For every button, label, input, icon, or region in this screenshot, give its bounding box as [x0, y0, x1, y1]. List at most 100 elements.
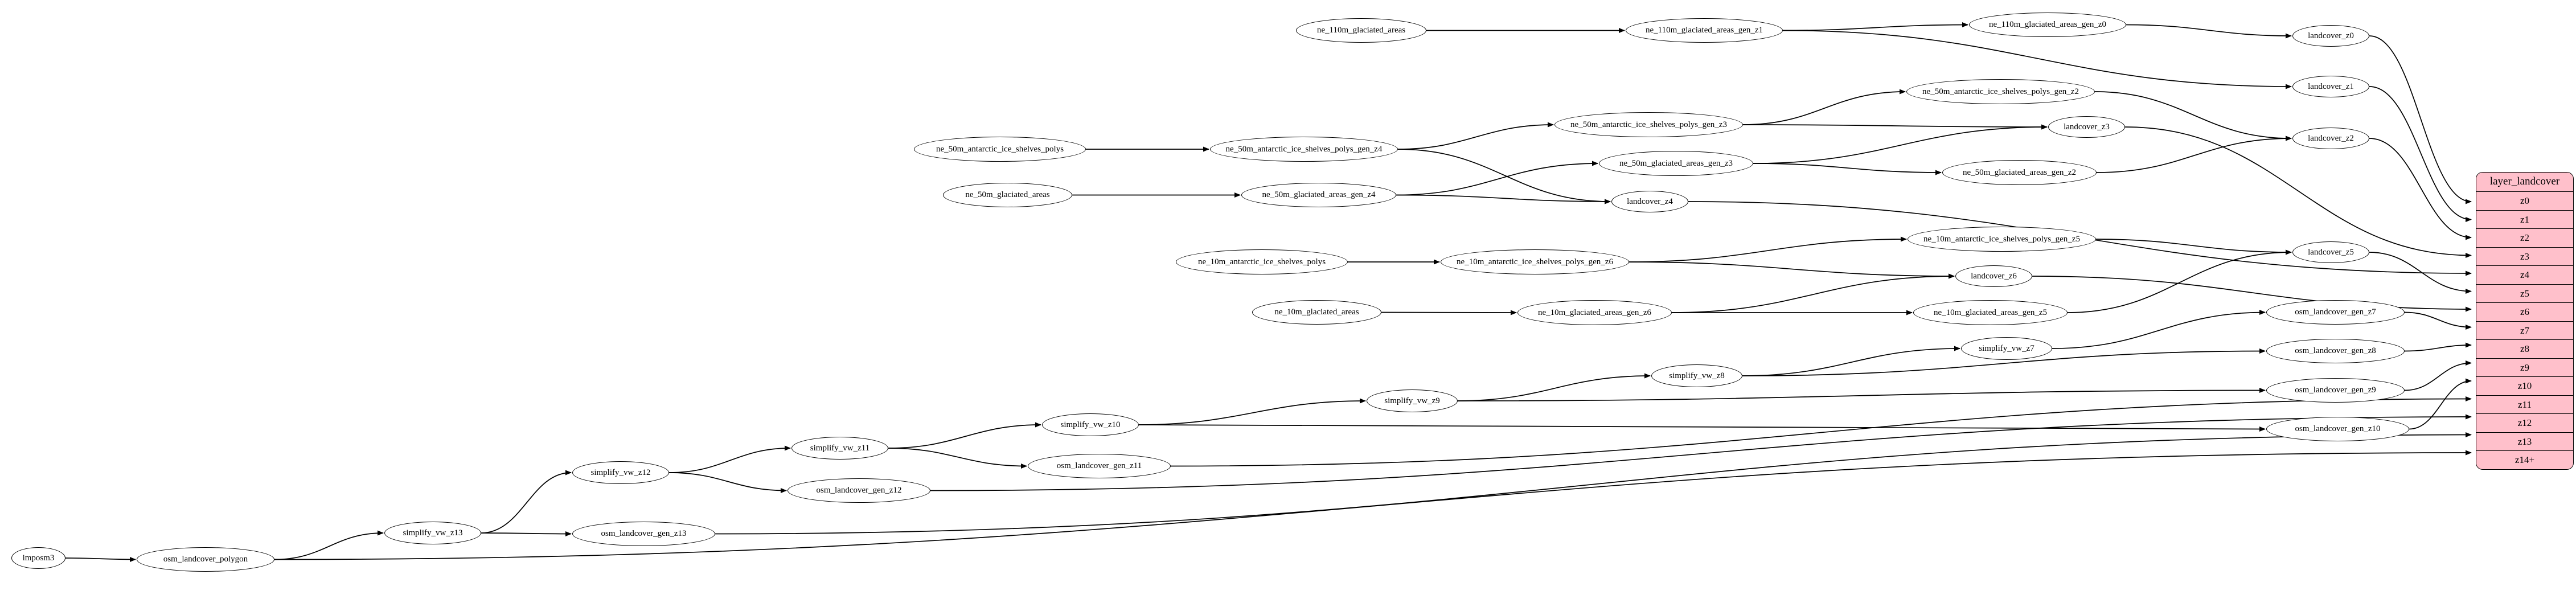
graph-edge [2404, 360, 2472, 391]
graph-edge [668, 472, 787, 493]
graph-node-ne-10m-glaciated-areas-gen-z5[interactable]: ne_10m_glaciated_areas_gen_z5 [1913, 300, 2068, 325]
graph-edge [1396, 161, 1598, 196]
graph-node-ne-10m-glaciated-areas[interactable]: ne_10m_glaciated_areas [1252, 300, 1381, 325]
graph-node-landcover-z6[interactable]: landcover_z6 [1955, 265, 2032, 287]
graph-node-simplify-vw-z9[interactable]: simplify_vw_z9 [1367, 389, 1458, 412]
graph-node-simplify-vw-z13[interactable]: simplify_vw_z13 [384, 522, 481, 544]
graph-node-label: simplify_vw_z11 [810, 443, 870, 453]
graph-node-simplify-vw-z11[interactable]: simplify_vw_z11 [791, 437, 888, 460]
graph-edge [2094, 91, 2292, 141]
layer-row-z11[interactable]: z11 [2476, 395, 2573, 414]
graph-node-osm-landcover-gen-z11[interactable]: osm_landcover_gen_z11 [1028, 454, 1171, 478]
graph-node-simplify-vw-z10[interactable]: simplify_vw_z10 [1042, 413, 1139, 436]
layer-row-z7[interactable]: z7 [2476, 321, 2573, 340]
graph-node-landcover-z3[interactable]: landcover_z3 [2048, 116, 2125, 138]
graph-node-landcover-z4[interactable]: landcover_z4 [1611, 191, 1688, 212]
graph-edge [1170, 396, 2472, 467]
graph-node-landcover-z0[interactable]: landcover_z0 [2292, 25, 2369, 47]
graph-edge [1138, 398, 1366, 425]
graph-edge [1742, 348, 2266, 376]
graph-edge [2052, 310, 2266, 349]
graph-node-osm-landcover-gen-z9[interactable]: osm_landcover_gen_z9 [2266, 378, 2405, 403]
graph-node-ne-50m-antarctic-ice-shelves-polys-gen-z4[interactable]: ne_50m_antarctic_ice_shelves_polys_gen_z… [1210, 137, 1398, 162]
graph-node-label: landcover_z4 [1627, 196, 1673, 206]
graph-node-label: osm_landcover_gen_z13 [601, 529, 687, 538]
graph-node-ne-50m-antarctic-ice-shelves-polys-gen-z2[interactable]: ne_50m_antarctic_ice_shelves_polys_gen_z… [1906, 79, 2095, 104]
graph-node-ne-110m-glaciated-areas[interactable]: ne_110m_glaciated_areas [1296, 18, 1426, 43]
graph-node-simplify-vw-z8[interactable]: simplify_vw_z8 [1651, 364, 1742, 387]
graph-edge [481, 531, 572, 536]
graph-node-ne-10m-antarctic-ice-shelves-polys-gen-z6[interactable]: ne_10m_antarctic_ice_shelves_polys_gen_z… [1441, 249, 1629, 274]
layer-row-z6[interactable]: z6 [2476, 303, 2573, 322]
graph-edge [1782, 30, 2292, 89]
graph-node-landcover-z1[interactable]: landcover_z1 [2292, 76, 2369, 97]
graph-node-label: ne_10m_antarctic_ice_shelves_polys_gen_z… [1923, 234, 2080, 244]
layer-row-z12[interactable]: z12 [2476, 414, 2573, 433]
graph-node-ne-50m-glaciated-areas-gen-z4[interactable]: ne_50m_glaciated_areas_gen_z4 [1241, 183, 1396, 207]
graph-edge [1742, 124, 2048, 130]
layer-row-z3[interactable]: z3 [2476, 247, 2573, 266]
graph-node-label: ne_50m_antarctic_ice_shelves_polys_gen_z… [1922, 87, 2079, 96]
graph-node-label: ne_10m_glaciated_areas [1274, 307, 1359, 317]
graph-node-ne-110m-glaciated-areas-gen-z0[interactable]: ne_110m_glaciated_areas_gen_z0 [1969, 13, 2126, 37]
graph-node-osm-landcover-gen-z8[interactable]: osm_landcover_gen_z8 [2266, 339, 2405, 363]
graph-edge [1397, 149, 1611, 204]
layer-row-z2[interactable]: z2 [2476, 229, 2573, 248]
layer-row-z10[interactable]: z10 [2476, 377, 2573, 396]
graph-node-imposm3[interactable]: imposm3 [11, 547, 65, 569]
graph-node-label: simplify_vw_z8 [1669, 371, 1725, 380]
graph-edge [274, 530, 384, 560]
graph-node-label: simplify_vw_z12 [590, 468, 651, 477]
graph-node-label: osm_landcover_gen_z10 [2295, 424, 2381, 433]
graph-node-label: osm_landcover_gen_z9 [2295, 386, 2376, 395]
graph-node-label: osm_landcover_gen_z11 [1056, 461, 1142, 470]
graph-edge [2369, 252, 2472, 294]
graph-edge [2096, 136, 2292, 173]
graph-edge [1457, 373, 1651, 401]
graph-node-ne-50m-antarctic-ice-shelves-polys[interactable]: ne_50m_antarctic_ice_shelves_polys [914, 137, 1086, 162]
graph-node-osm-landcover-gen-z10[interactable]: osm_landcover_gen_z10 [2266, 417, 2409, 441]
graph-node-label: simplify_vw_z13 [403, 528, 463, 538]
graph-node-ne-50m-glaciated-areas-gen-z2[interactable]: ne_50m_glaciated_areas_gen_z2 [1942, 160, 2097, 185]
graph-node-label: ne_110m_glaciated_areas_gen_z1 [1645, 26, 1763, 35]
layer-row-z4[interactable]: z4 [2476, 266, 2573, 285]
graph-edge [930, 414, 2472, 491]
graph-edge [888, 422, 1041, 449]
layer-row-z0[interactable]: z0 [2476, 192, 2573, 211]
layer-row-z13[interactable]: z13 [2476, 432, 2573, 451]
graph-node-label: landcover_z2 [2308, 133, 2354, 143]
layer-row-z5[interactable]: z5 [2476, 284, 2573, 303]
graph-node-simplify-vw-z7[interactable]: simplify_vw_z7 [1961, 337, 2052, 360]
graph-node-osm-landcover-gen-z13[interactable]: osm_landcover_gen_z13 [572, 522, 715, 546]
graph-edge [888, 448, 1027, 469]
graph-edge [1753, 124, 2048, 164]
graph-node-simplify-vw-z12[interactable]: simplify_vw_z12 [572, 461, 669, 484]
graph-node-osm-landcover-gen-z7[interactable]: osm_landcover_gen_z7 [2266, 300, 2405, 325]
graph-node-ne-50m-glaciated-areas[interactable]: ne_50m_glaciated_areas [943, 183, 1072, 207]
graph-edge [1782, 22, 1968, 31]
graph-node-osm-landcover-gen-z12[interactable]: osm_landcover_gen_z12 [787, 478, 930, 503]
graph-node-landcover-z5[interactable]: landcover_z5 [2292, 241, 2369, 263]
layer-row-z1[interactable]: z1 [2476, 210, 2573, 229]
graph-node-ne-110m-glaciated-areas-gen-z1[interactable]: ne_110m_glaciated_areas_gen_z1 [1626, 18, 1783, 43]
graph-node-ne-10m-antarctic-ice-shelves-polys[interactable]: ne_10m_antarctic_ice_shelves_polys [1176, 249, 1348, 274]
layer-row-z8[interactable]: z8 [2476, 340, 2573, 359]
graph-edge [715, 432, 2472, 535]
graph-node-landcover-z2[interactable]: landcover_z2 [2292, 128, 2369, 149]
layer-row-z9[interactable]: z9 [2476, 358, 2573, 377]
graph-node-ne-50m-antarctic-ice-shelves-polys-gen-z3[interactable]: ne_50m_antarctic_ice_shelves_polys_gen_z… [1554, 112, 1743, 137]
graph-node-label: ne_110m_glaciated_areas_gen_z0 [1988, 20, 2107, 29]
graph-edge [65, 556, 136, 562]
graph-node-ne-10m-glaciated-areas-gen-z6[interactable]: ne_10m_glaciated_areas_gen_z6 [1517, 300, 1672, 325]
graph-node-ne-10m-antarctic-ice-shelves-polys-gen-z5[interactable]: ne_10m_antarctic_ice_shelves_polys_gen_z… [1908, 227, 2096, 252]
layer-row-z14plus[interactable]: z14+ [2476, 451, 2573, 469]
graph-node-osm-landcover-polygon[interactable]: osm_landcover_polygon [137, 547, 274, 572]
graph-node-label: osm_landcover_gen_z12 [816, 486, 902, 495]
graph-node-label: simplify_vw_z10 [1060, 420, 1121, 429]
graph-node-ne-50m-glaciated-areas-gen-z3[interactable]: ne_50m_glaciated_areas_gen_z3 [1599, 151, 1753, 176]
graph-edge [1457, 388, 2266, 401]
